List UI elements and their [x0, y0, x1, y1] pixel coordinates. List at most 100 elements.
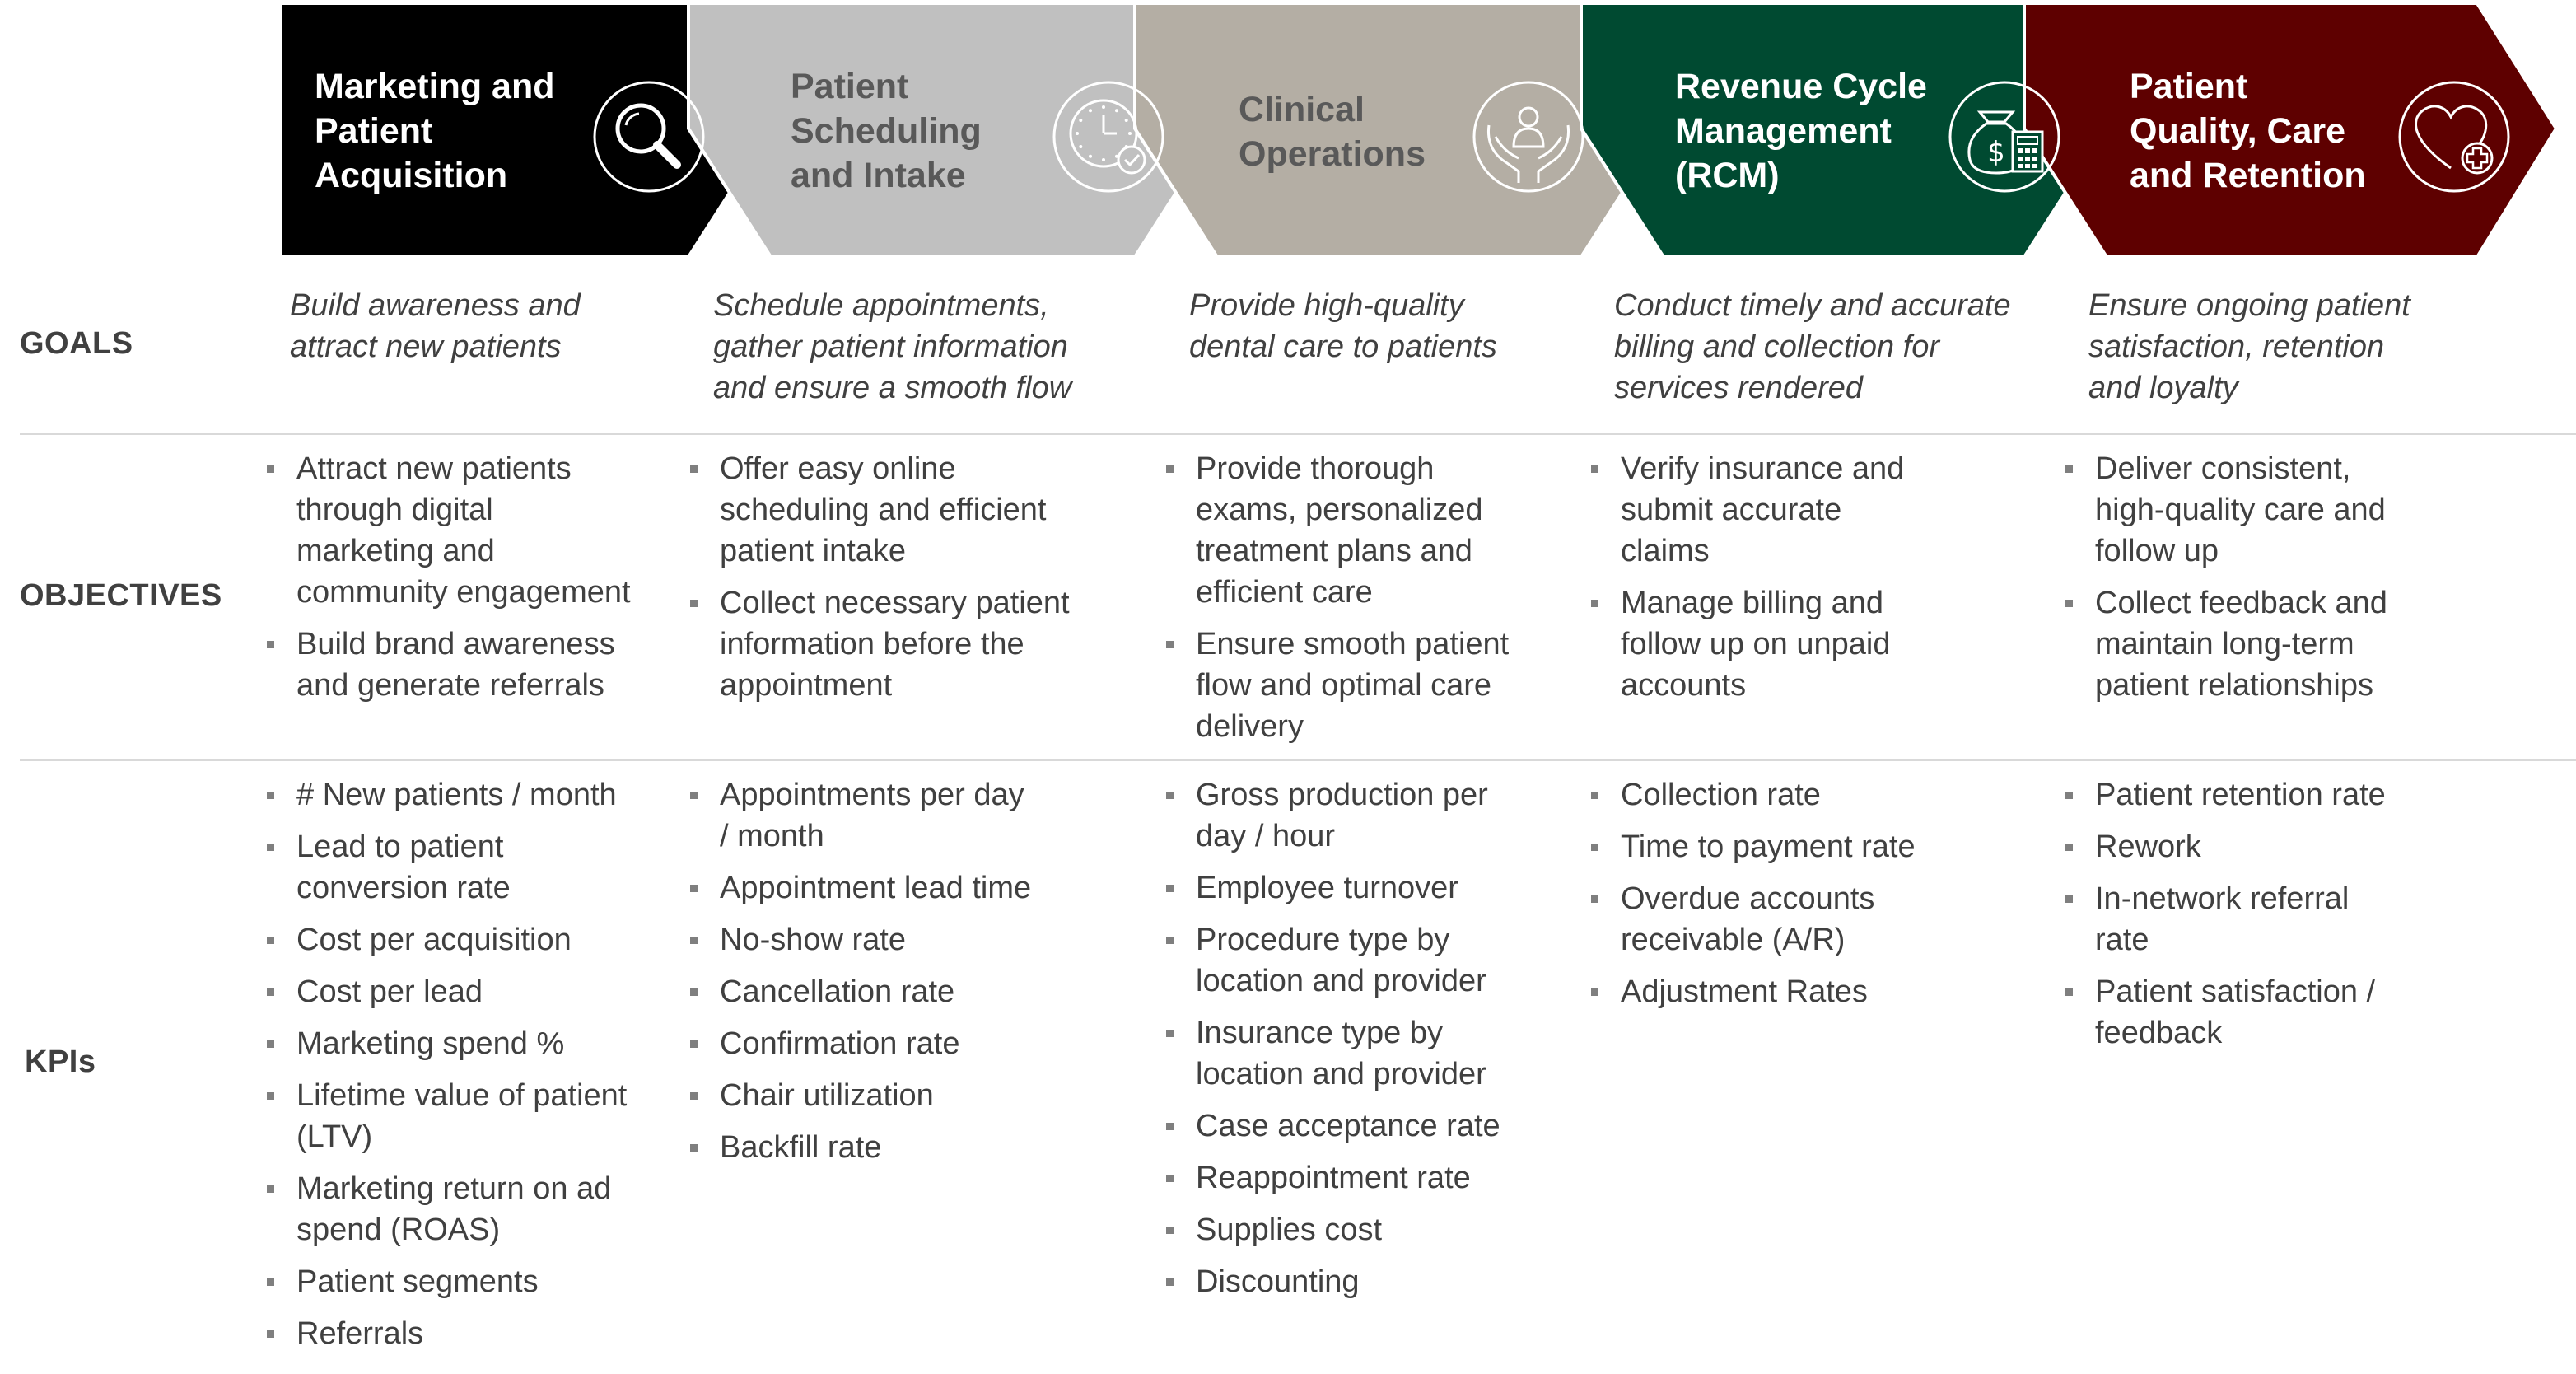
kpi-item: Case acceptance rate — [1164, 1105, 1500, 1147]
kpi-item: Confirmation rate — [688, 1023, 1031, 1064]
kpi-item: Cost per acquisition — [265, 919, 627, 960]
kpi-item-line: Patient satisfaction / — [2095, 974, 2376, 1009]
objective-item: Provide thorough exams, personalized treat… — [1164, 448, 1509, 613]
svg-text:$: $ — [1987, 136, 2005, 169]
stage-title-line: Acquisition — [315, 156, 508, 195]
kpi-item: Marketing return on ad spend (ROAS) — [265, 1168, 627, 1250]
stage-title-line: Patient — [315, 111, 433, 151]
kpi-item: Employee turnover — [1164, 867, 1500, 909]
objective-item-line: follow up — [2095, 534, 2219, 568]
objective-item-line: appointment — [720, 668, 893, 703]
kpi-item-line: Supplies cost — [1196, 1213, 1383, 1247]
kpi-item-line: Employee turnover — [1196, 871, 1458, 905]
kpi-item-line: # New patients / month — [296, 778, 617, 812]
objective-item-line: efficient care — [1196, 575, 1373, 610]
stage-title-line: Patient — [2130, 67, 2248, 106]
goal-line: Conduct timely and accurate — [1614, 288, 2011, 323]
kpi-item-line: spend (ROAS) — [296, 1213, 501, 1247]
stage-title-line: Clinical — [1239, 90, 1365, 129]
kpis-row-label: KPIs — [25, 1045, 96, 1079]
kpi-item-line: Appointment lead time — [720, 871, 1032, 905]
objective-item-line: Offer easy online — [720, 451, 956, 486]
objective-item-line: follow up on unpaid — [1621, 627, 1891, 661]
kpi-item: Chair utilization — [688, 1075, 1031, 1116]
objective-item-line: treatment plans and — [1196, 534, 1472, 568]
objectives-row-label: OBJECTIVES — [20, 578, 222, 613]
stage-chevron-5 — [2023, 2, 2559, 259]
kpi-item: Cost per lead — [265, 971, 627, 1012]
goal-line: dental care to patients — [1189, 329, 1497, 364]
goal-line: Schedule appointments, — [713, 288, 1049, 323]
objective-item-line: delivery — [1196, 709, 1304, 744]
kpi-item-line: Overdue accounts — [1621, 881, 1875, 916]
kpi-item-line: No-show rate — [720, 923, 906, 957]
kpi-item-line: Marketing spend % — [296, 1026, 565, 1061]
kpi-item-line: Reappointment rate — [1196, 1161, 1471, 1195]
objective-item-line: Attract new patients — [296, 451, 572, 486]
kpi-item-line: Discounting — [1196, 1264, 1360, 1299]
kpi-item-line: Lead to patient — [296, 830, 504, 864]
kpi-item-line: Cost per lead — [296, 974, 483, 1009]
kpi-item: Patient satisfaction /feedback — [2064, 971, 2386, 1054]
objective-item: Deliver consistent,high-quality care and… — [2064, 448, 2387, 572]
kpi-item-line: day / hour — [1196, 819, 1335, 853]
kpi-item: Cancellation rate — [688, 971, 1031, 1012]
kpi-item: Marketing spend % — [265, 1023, 627, 1064]
kpi-item: Discounting — [1164, 1261, 1500, 1302]
goal-line: billing and collection for — [1614, 329, 1940, 364]
objective-item-line: claims — [1621, 534, 1710, 568]
magnifier-icon — [591, 79, 707, 199]
hands-person-icon — [1471, 79, 1586, 199]
goal-line: gather patient information — [713, 329, 1068, 364]
kpi-item-line: / month — [720, 819, 824, 853]
kpi-item: Collection rate — [1589, 774, 1916, 816]
kpi-item-line: Marketing return on ad — [296, 1171, 612, 1206]
objective-list-5: Deliver consistent,high-quality care and… — [2064, 448, 2387, 717]
objective-item-line: Ensure smooth patient — [1196, 627, 1510, 661]
objective-item-line: patient intake — [720, 534, 907, 568]
stage-title-line: Operations — [1239, 134, 1426, 174]
goals-row-label: GOALS — [20, 326, 133, 361]
kpi-item: Reappointment rate — [1164, 1157, 1500, 1199]
kpi-item: Rework — [2064, 826, 2386, 867]
kpi-item-line: Insurance type by — [1196, 1016, 1443, 1050]
kpi-item: Adjustment Rates — [1589, 971, 1916, 1012]
kpi-item-line: location and provider — [1196, 964, 1486, 998]
objective-item-line: maintain long-term — [2095, 627, 2354, 661]
kpi-item-line: Rework — [2095, 830, 2201, 864]
stage-title-line: Management — [1675, 111, 1892, 151]
objective-item-line: exams, personalized — [1196, 493, 1483, 527]
objective-item-line: Manage billing and — [1621, 586, 1884, 620]
kpi-item-line: Case acceptance rate — [1196, 1109, 1500, 1143]
objective-item-line: Verify insurance and — [1621, 451, 1905, 486]
goal-line: Build awareness and — [290, 288, 581, 323]
kpi-item: No-show rate — [688, 919, 1031, 960]
kpi-item-line: (LTV) — [296, 1119, 373, 1154]
objective-item-line: accounts — [1621, 668, 1747, 703]
kpi-item-line: In-network referral — [2095, 881, 2350, 916]
objective-list-3: Provide thorough exams, personalized treat… — [1164, 448, 1509, 758]
stage-title-line: Patient — [791, 67, 909, 106]
objective-item-line: Provide thorough — [1196, 451, 1435, 486]
objective-item-line: community engagement — [296, 575, 631, 610]
stage-title-line: and Intake — [791, 156, 966, 195]
objectives-divider — [20, 759, 2576, 761]
kpi-item-line: Collection rate — [1621, 778, 1821, 812]
kpi-item-line: Lifetime value of patient — [296, 1078, 628, 1113]
goal-line: attract new patients — [290, 329, 562, 364]
kpi-item: Referrals — [265, 1313, 627, 1354]
